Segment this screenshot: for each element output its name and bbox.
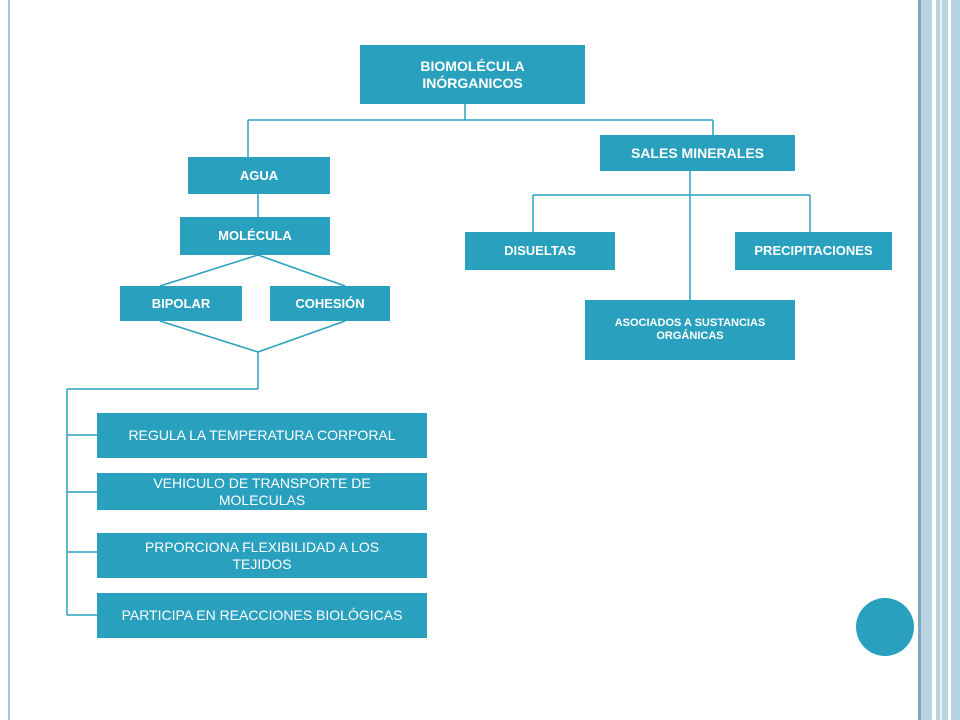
- node-root: BIOMOLÉCULA INÓRGANICOS: [360, 45, 585, 104]
- decorative-circle: [856, 598, 914, 656]
- slide-frame-right: [918, 0, 960, 720]
- connector-merge-right: [257, 320, 346, 353]
- connector-cohesion: [257, 254, 346, 287]
- frame-stripe: [948, 0, 951, 720]
- connector-merge-left: [159, 320, 259, 353]
- frame-stripe: [918, 0, 921, 720]
- slide-frame-left: [8, 0, 10, 720]
- node-function-temperatura: REGULA LA TEMPERATURA CORPORAL: [97, 413, 427, 458]
- node-molecula: MOLÉCULA: [180, 217, 330, 255]
- node-function-transporte: VEHICULO DE TRANSPORTE DE MOLECULAS: [97, 473, 427, 510]
- node-bipolar: BIPOLAR: [120, 286, 242, 321]
- connector-bipolar: [159, 254, 259, 287]
- node-cohesion: COHESIÓN: [270, 286, 390, 321]
- frame-stripe: [932, 0, 936, 720]
- node-asociados: ASOCIADOS A SUSTANCIAS ORGÁNICAS: [585, 300, 795, 360]
- frame-stripe: [940, 0, 942, 720]
- node-precipitaciones: PRECIPITACIONES: [735, 232, 892, 270]
- node-agua: AGUA: [188, 157, 330, 194]
- node-function-flexibilidad: PRPORCIONA FLEXIBILIDAD A LOS TEJIDOS: [97, 533, 427, 578]
- node-sales-minerales: SALES MINERALES: [600, 135, 795, 171]
- node-disueltas: DISUELTAS: [465, 232, 615, 270]
- node-function-reacciones: PARTICIPA EN REACCIONES BIOLÓGICAS: [97, 593, 427, 638]
